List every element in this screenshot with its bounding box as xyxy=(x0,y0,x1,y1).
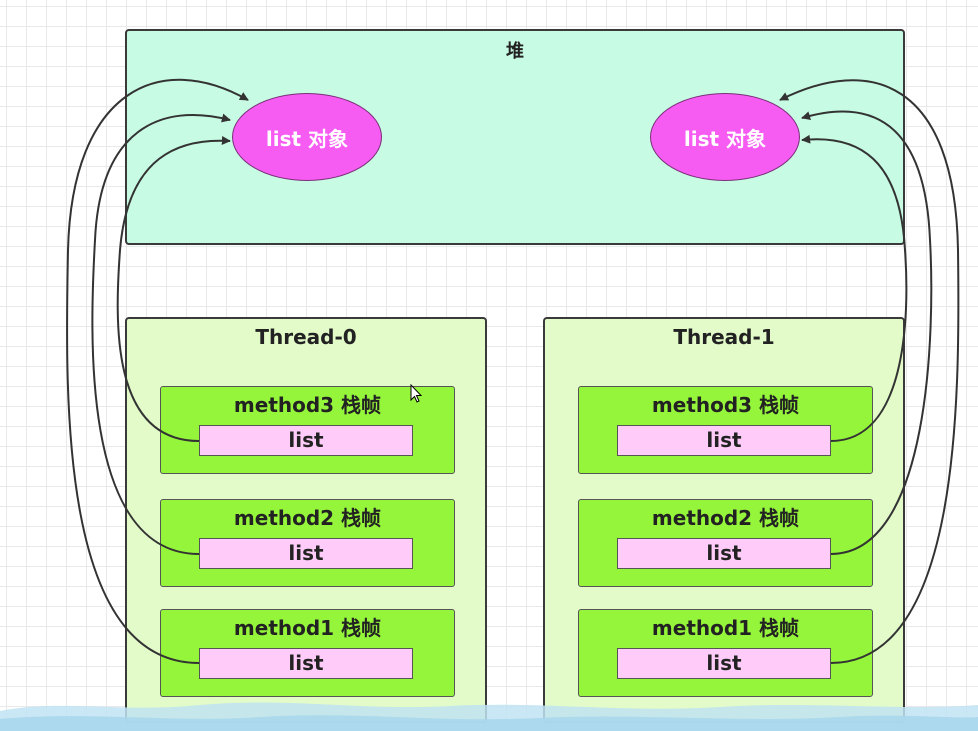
frame-title: method3 栈帧 xyxy=(233,393,382,417)
list-object-right-label: list 对象 xyxy=(683,126,767,151)
frame-title: method3 栈帧 xyxy=(651,393,800,417)
thread-0-frame-method1: method1 栈帧 list xyxy=(160,609,455,697)
ref-arrow-t0-method2 xyxy=(91,113,231,555)
heap-title: 堆 xyxy=(506,41,524,62)
ref-arrow-t0-method3 xyxy=(116,136,231,442)
ref-arrow-t1-method2 xyxy=(801,110,933,555)
ref-arrow-t1-method1 xyxy=(779,79,960,664)
thread-1-title: Thread-1 xyxy=(673,325,775,349)
frame-local-var: list xyxy=(199,648,413,679)
ref-arrow-t0-method1 xyxy=(66,78,249,664)
ref-arrow-t1-method3 xyxy=(801,134,908,442)
frame-local-var: list xyxy=(199,538,413,569)
list-object-left-label: list 对象 xyxy=(265,126,349,151)
frame-local-var: list xyxy=(617,425,831,456)
frame-local-var: list xyxy=(617,648,831,679)
frame-title: method1 栈帧 xyxy=(651,616,800,640)
frame-local-var: list xyxy=(199,425,413,456)
bottom-wave-decoration xyxy=(0,702,978,731)
list-object-left: list 对象 xyxy=(232,93,382,181)
thread-0-frame-method2: method2 栈帧 list xyxy=(160,499,455,587)
thread-1-stack: Thread-1 method3 栈帧 list method2 栈帧 list… xyxy=(543,317,905,723)
frame-title: method2 栈帧 xyxy=(233,506,382,530)
frame-title: method1 栈帧 xyxy=(233,616,382,640)
thread-0-stack: Thread-0 method3 栈帧 list method2 栈帧 list… xyxy=(125,317,487,723)
thread-0-frame-method3: method3 栈帧 list xyxy=(160,386,455,474)
mouse-cursor-icon xyxy=(410,384,423,403)
thread-1-frame-method2: method2 栈帧 list xyxy=(578,499,873,587)
thread-0-title: Thread-0 xyxy=(255,325,357,349)
thread-1-frame-method3: method3 栈帧 list xyxy=(578,386,873,474)
frame-title: method2 栈帧 xyxy=(651,506,800,530)
list-object-right: list 对象 xyxy=(650,93,800,181)
frame-local-var: list xyxy=(617,538,831,569)
thread-1-frame-method1: method1 栈帧 list xyxy=(578,609,873,697)
